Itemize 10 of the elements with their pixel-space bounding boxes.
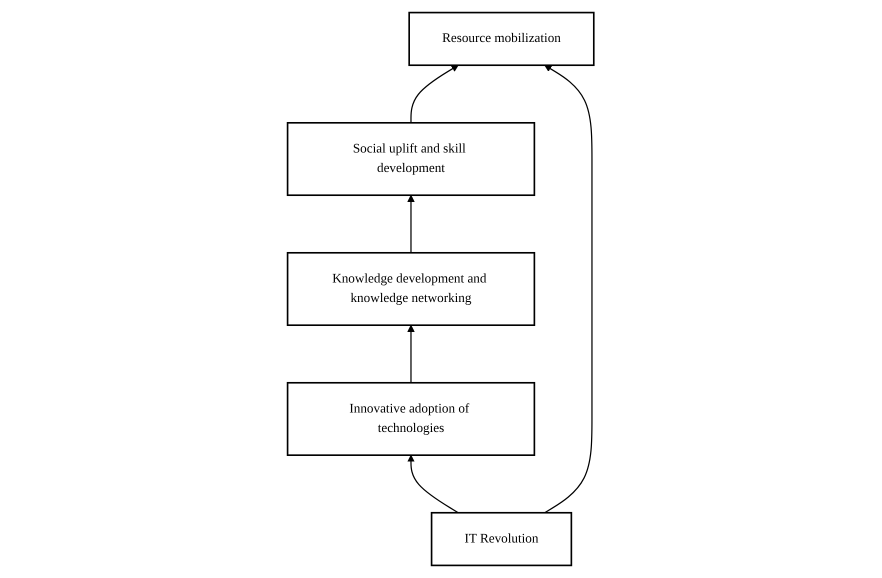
arrow xyxy=(408,194,415,253)
node-box: Knowledge development and knowledge networking xyxy=(287,252,536,326)
arrow xyxy=(544,64,593,514)
node-box: Innovative adoption of technologies xyxy=(287,382,536,456)
node-box: IT Revolution xyxy=(431,512,572,566)
arrow xyxy=(410,64,459,123)
arrow xyxy=(408,324,415,383)
node-box: Social uplift and skill development xyxy=(287,122,536,196)
node-box: Resource mobilization xyxy=(408,12,595,66)
arrow xyxy=(408,454,459,514)
